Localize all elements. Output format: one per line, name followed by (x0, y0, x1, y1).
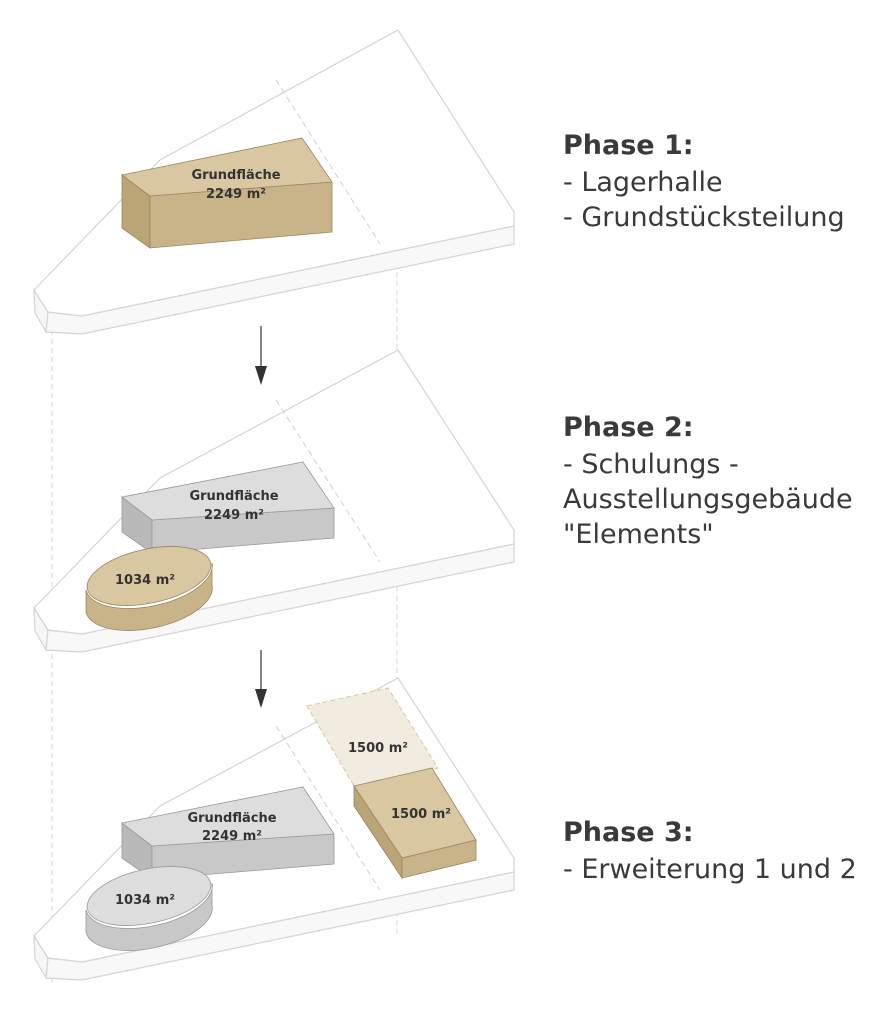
phase2-block-label: Grundfläche (189, 489, 278, 504)
phase2-title: Phase 2: (563, 412, 694, 443)
phase1-warehouse-block (121, 137, 333, 249)
phase2-training-building (85, 546, 213, 631)
phase2-line: Ausstellungsgebäude (563, 484, 853, 515)
phase3-block-area: 2249 m² (202, 829, 262, 844)
phase3-line: - Erweiterung 1 und 2 (563, 854, 857, 885)
arrow-down-icon (255, 650, 267, 708)
phase2-line: - Schulungs - (563, 449, 739, 480)
phase1-line: - Lagerhalle (563, 167, 723, 198)
phase3-ext1-area: 1500 m² (348, 741, 408, 756)
arrow-down-icon (255, 326, 267, 385)
phase1-block-area: 2249 m² (206, 187, 266, 202)
phase3-warehouse-block (121, 786, 335, 880)
phase1-description: Phase 1: - Lagerhalle - Grundstücksteilu… (563, 128, 845, 235)
phase2-plot-division (275, 399, 381, 563)
phase2-group: Grundfläche 2249 m² 1034 m² (33, 349, 515, 653)
phase1-plot-division (275, 79, 381, 245)
phase2-block-area: 2249 m² (204, 508, 264, 523)
phase2-description: Phase 2: - Schulungs - Ausstellungsgebäu… (563, 410, 853, 552)
phase3-description: Phase 3: - Erweiterung 1 und 2 (563, 815, 857, 887)
phase3-ext2-area: 1500 m² (391, 807, 451, 822)
phase3-training-building (85, 866, 213, 951)
phase3-extension1-block (306, 687, 439, 787)
phase2-line: "Elements" (563, 519, 714, 550)
phase2-warehouse-block (121, 461, 335, 554)
phase3-block-label: Grundfläche (187, 811, 276, 826)
phase1-block-label: Grundfläche (191, 168, 280, 183)
phase3-extension2-block (353, 767, 477, 880)
phase2-oval-area: 1034 m² (115, 573, 175, 588)
phase1-line: - Grundstücksteilung (563, 202, 845, 233)
phase3-plot-division (275, 725, 381, 891)
phase1-title: Phase 1: (563, 130, 694, 161)
phase3-group: 1500 m² 1500 m² Grundfläche 2249 m² 1034… (33, 677, 515, 981)
phase3-oval-area: 1034 m² (115, 893, 175, 908)
phase1-group: Grundfläche 2249 m² (33, 29, 515, 335)
phase3-title: Phase 3: (563, 817, 694, 848)
